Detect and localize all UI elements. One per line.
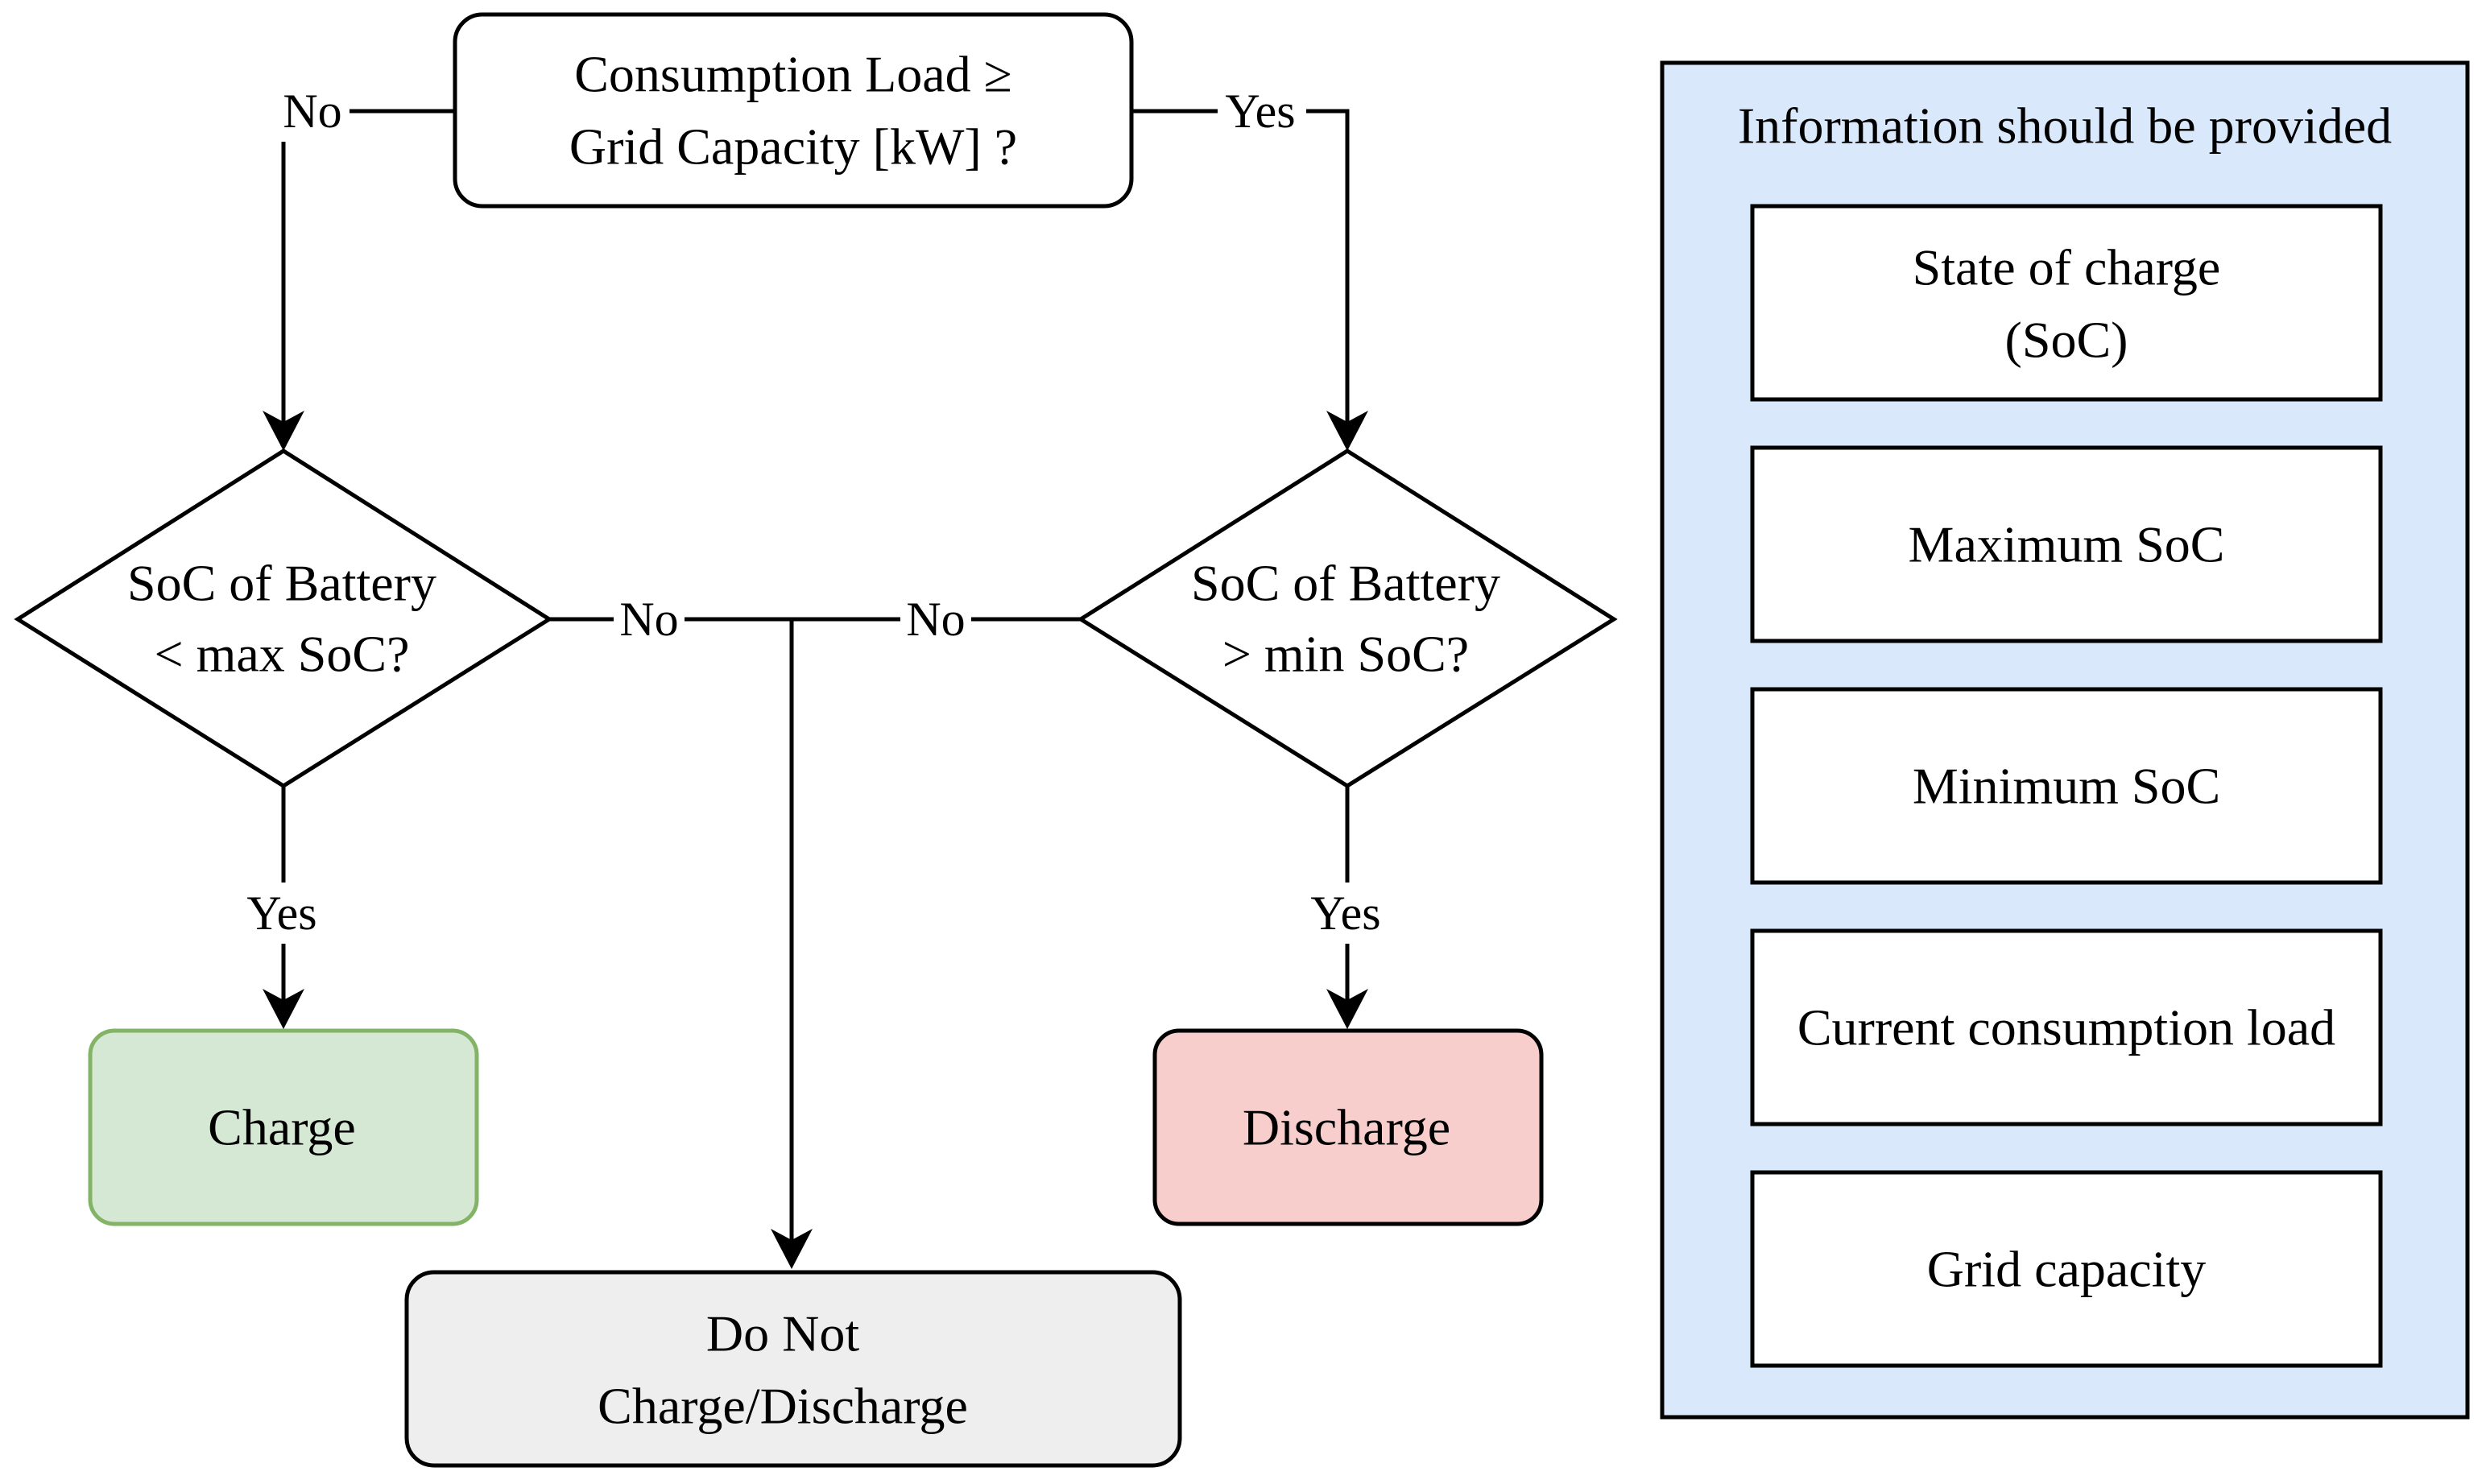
- edge-label-start-yes: Yes: [1225, 85, 1295, 138]
- info-item-minimum-soc: Minimum SoC: [1750, 687, 2383, 885]
- charge-node: Charge: [88, 1028, 479, 1226]
- arrow-start-to-right-decision: [1326, 411, 1368, 451]
- edge-label-left-no: No: [619, 593, 678, 646]
- idle-node: Do Not Charge/Discharge: [404, 1270, 1182, 1468]
- arrow-left-decision-to-charge: [263, 989, 304, 1029]
- edge-label-right-yes: Yes: [1310, 887, 1380, 940]
- info-item-minimum-soc-label: Minimum SoC: [1913, 758, 2220, 815]
- info-item-grid-capacity-label: Grid capacity: [1927, 1241, 2207, 1298]
- decision-left: SoC of Battery < max SoC?: [14, 449, 553, 788]
- info-item-maximum-soc: Maximum SoC: [1750, 445, 2383, 643]
- arrow-junction-to-idle: [771, 1229, 813, 1269]
- decision-right: SoC of Battery > min SoC?: [1077, 449, 1618, 788]
- info-item-state-of-charge: State of charge (SoC): [1750, 204, 2383, 402]
- arrow-start-to-left-decision: [263, 411, 304, 451]
- arrow-right-decision-to-discharge: [1326, 989, 1368, 1029]
- decision-right-line-1: SoC of Battery: [1191, 555, 1500, 612]
- edge-start-to-right-decision: [1131, 109, 1350, 447]
- start-node-line-1: Consumption Load ≥: [574, 46, 1012, 103]
- edge-start-to-left-decision: [281, 109, 455, 447]
- discharge-node: Discharge: [1152, 1028, 1544, 1226]
- edge-labels: No Yes No No Yes Yes: [238, 81, 1392, 944]
- decision-left-line-1: SoC of Battery: [127, 555, 436, 612]
- info-item-current-consumption-load-label: Current consumption load: [1797, 999, 2335, 1056]
- start-node: Consumption Load ≥ Grid Capacity [kW] ?: [453, 12, 1134, 209]
- info-panel: Information should be provided State of …: [1660, 60, 2470, 1420]
- discharge-node-label: Discharge: [1243, 1099, 1450, 1156]
- charge-node-label: Charge: [208, 1099, 356, 1156]
- edge-label-start-no: No: [283, 85, 341, 138]
- idle-node-line-1: Do Not: [706, 1305, 859, 1362]
- decision-left-line-2: < max SoC?: [155, 626, 410, 683]
- info-item-maximum-soc-label: Maximum SoC: [1909, 516, 2225, 573]
- info-item-state-of-charge-line-1: State of charge: [1913, 239, 2221, 296]
- info-item-state-of-charge-line-2: (SoC): [2005, 312, 2128, 369]
- decision-right-line-2: > min SoC?: [1222, 626, 1469, 683]
- start-node-line-2: Grid Capacity [kW] ?: [569, 118, 1017, 176]
- idle-node-line-2: Charge/Discharge: [598, 1378, 968, 1435]
- edge-label-left-yes: Yes: [246, 887, 316, 940]
- info-item-grid-capacity: Grid capacity: [1750, 1170, 2383, 1368]
- info-panel-title: Information should be provided: [1738, 97, 2392, 155]
- edge-label-right-no: No: [906, 593, 965, 646]
- info-item-current-consumption-load: Current consumption load: [1750, 928, 2383, 1126]
